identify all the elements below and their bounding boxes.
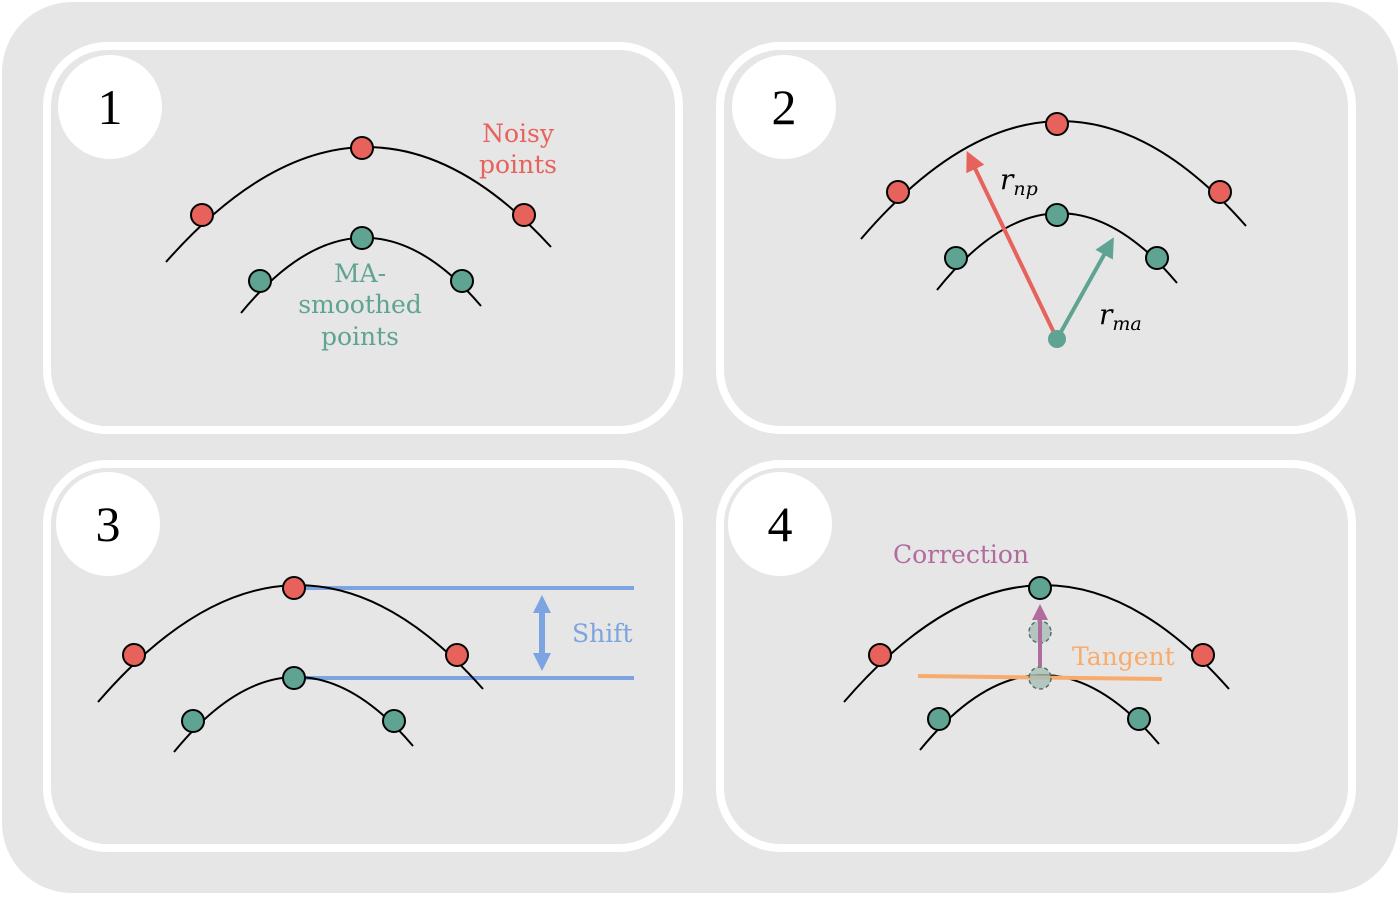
corrected-point — [1028, 576, 1052, 600]
smoothed-point — [450, 269, 474, 293]
panel-4-number: 4 — [768, 496, 793, 552]
panel-1: 1 Noisy points MA- smoothed points — [43, 42, 683, 434]
smoothed-point — [1145, 246, 1169, 270]
smoothed-point — [927, 707, 951, 731]
r-ma-vector — [1055, 237, 1114, 340]
smoothed-point — [181, 709, 205, 733]
smoothed-point — [1127, 707, 1151, 731]
r-ma-label: rma — [1099, 298, 1142, 335]
ma-smoothed-label-line3: points — [321, 322, 399, 351]
noisy-points-label-line2: points — [479, 150, 557, 179]
smoothed-point — [350, 226, 374, 250]
panel-3: 3 Shift — [43, 460, 683, 852]
r-np-vector — [966, 150, 1059, 340]
ma-smoothed-label-line2: smoothed — [298, 290, 422, 319]
noisy-point — [512, 203, 536, 227]
noisy-point — [350, 136, 374, 160]
ma-smoothed-label-line1: MA- — [334, 259, 386, 288]
panel-2-number: 2 — [772, 79, 797, 135]
noisy-point — [122, 643, 146, 667]
panel-1-number: 1 — [98, 79, 123, 135]
r-ma-subscript: ma — [1112, 313, 1141, 335]
noisy-point — [1208, 180, 1232, 204]
panel-2-frame — [716, 42, 1356, 434]
smoothed-point — [282, 666, 306, 690]
panel-3-number-badge — [56, 472, 160, 576]
panel-3-number: 3 — [96, 496, 121, 552]
noisy-point — [868, 643, 892, 667]
noisy-point — [1045, 112, 1069, 136]
r-np-base: r — [1000, 163, 1015, 196]
panel-4-frame — [716, 460, 1356, 852]
smoothed-point — [944, 246, 968, 270]
panel-2-number-badge — [732, 55, 836, 159]
noisy-point — [282, 576, 306, 600]
smoothed-point — [1045, 203, 1069, 227]
noisy-point — [1191, 643, 1215, 667]
r-np-subscript: np — [1013, 178, 1037, 200]
noisy-point — [190, 203, 214, 227]
smoothed-point — [382, 709, 406, 733]
panel-4: 4 Correction Tangent — [716, 460, 1356, 852]
panel-4-number-badge — [728, 472, 832, 576]
noisy-point — [445, 643, 469, 667]
original-position-ghost — [1028, 666, 1052, 690]
noisy-point — [886, 180, 910, 204]
shift-label: Shift — [572, 619, 633, 648]
r-ma-base: r — [1099, 298, 1114, 331]
noisy-points-label-line1: Noisy — [482, 119, 555, 148]
correction-label: Correction — [893, 540, 1029, 569]
tangent-label: Tangent — [1072, 642, 1175, 671]
panel-3-frame — [43, 460, 683, 852]
panel-1-number-badge — [58, 55, 162, 159]
origin-point — [1048, 330, 1066, 348]
panel-2: 2 rnp rma — [716, 42, 1356, 434]
r-np-label: rnp — [1000, 163, 1038, 200]
smoothed-point — [248, 269, 272, 293]
